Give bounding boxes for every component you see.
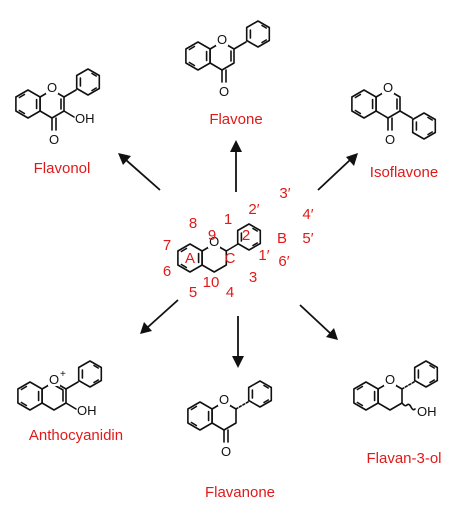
position-10: 10 — [203, 274, 220, 291]
oxygen-atom: O — [385, 372, 395, 387]
hydroxyl-group: OH — [77, 403, 97, 418]
flavonoid-core: O — [177, 223, 262, 273]
position-2-prime: 2′ — [248, 201, 259, 218]
position-9: 9 — [208, 227, 216, 244]
flavan-3-ol-structure: O OH — [353, 360, 439, 419]
ring-b-label: B — [277, 230, 287, 247]
position-8: 8 — [189, 215, 197, 232]
carbonyl-oxygen: O — [49, 132, 59, 147]
arrow-to-isoflavone — [317, 153, 358, 191]
carbonyl-oxygen: O — [219, 84, 229, 99]
position-6: 6 — [163, 263, 171, 280]
arrow-to-flavanone — [232, 316, 244, 368]
label-isoflavone: Isoflavone — [370, 164, 438, 181]
arrow-to-flavan-3-ol — [299, 304, 338, 340]
core-position-numbers: 1 2 3 4 5 6 7 8 9 10 2′ 3′ 4′ 5′ 6′ 1′ A… — [163, 185, 314, 301]
position-6-prime: 6′ — [278, 253, 289, 270]
flavonol-structure: O O OH — [15, 68, 101, 147]
position-2: 2 — [242, 227, 250, 244]
ring-a-label: A — [185, 250, 195, 267]
position-1: 1 — [224, 211, 232, 228]
anthocyanidin-structure: O + OH — [17, 360, 103, 418]
position-4-prime: 4′ — [302, 206, 313, 223]
oxygen-atom: O — [47, 80, 57, 95]
carbonyl-oxygen: O — [385, 132, 395, 147]
label-flavonol: Flavonol — [34, 160, 91, 177]
flavanone-structure: O O — [187, 380, 273, 459]
hydroxyl-group: OH — [75, 111, 95, 126]
position-1-prime: 1′ — [258, 247, 269, 264]
label-flavone: Flavone — [209, 111, 262, 128]
reaction-arrows — [118, 140, 358, 368]
oxonium-atom: O — [49, 372, 59, 387]
position-5: 5 — [189, 284, 197, 301]
arrow-to-flavonol — [118, 153, 161, 191]
label-anthocyanidin: Anthocyanidin — [29, 427, 123, 444]
oxygen-atom: O — [383, 80, 393, 95]
position-7: 7 — [163, 237, 171, 254]
positive-charge: + — [60, 369, 66, 380]
carbonyl-oxygen: O — [221, 444, 231, 459]
position-5-prime: 5′ — [302, 230, 313, 247]
flavone-structure: O O — [185, 20, 271, 99]
oxygen-atom: O — [209, 234, 219, 249]
label-flavanone: Flavanone — [205, 484, 275, 501]
ring-c-label: C — [225, 250, 236, 267]
isoflavone-structure: O O — [351, 80, 437, 147]
arrow-to-anthocyanidin — [140, 299, 179, 334]
position-4: 4 — [226, 284, 234, 301]
arrow-to-flavone — [230, 140, 242, 192]
hydroxyl-group: OH — [417, 404, 437, 419]
position-3-prime: 3′ — [279, 185, 290, 202]
label-flavan-3-ol: Flavan-3-ol — [366, 450, 441, 467]
oxygen-atom: O — [219, 392, 229, 407]
oxygen-atom: O — [217, 32, 227, 47]
position-3: 3 — [249, 269, 257, 286]
